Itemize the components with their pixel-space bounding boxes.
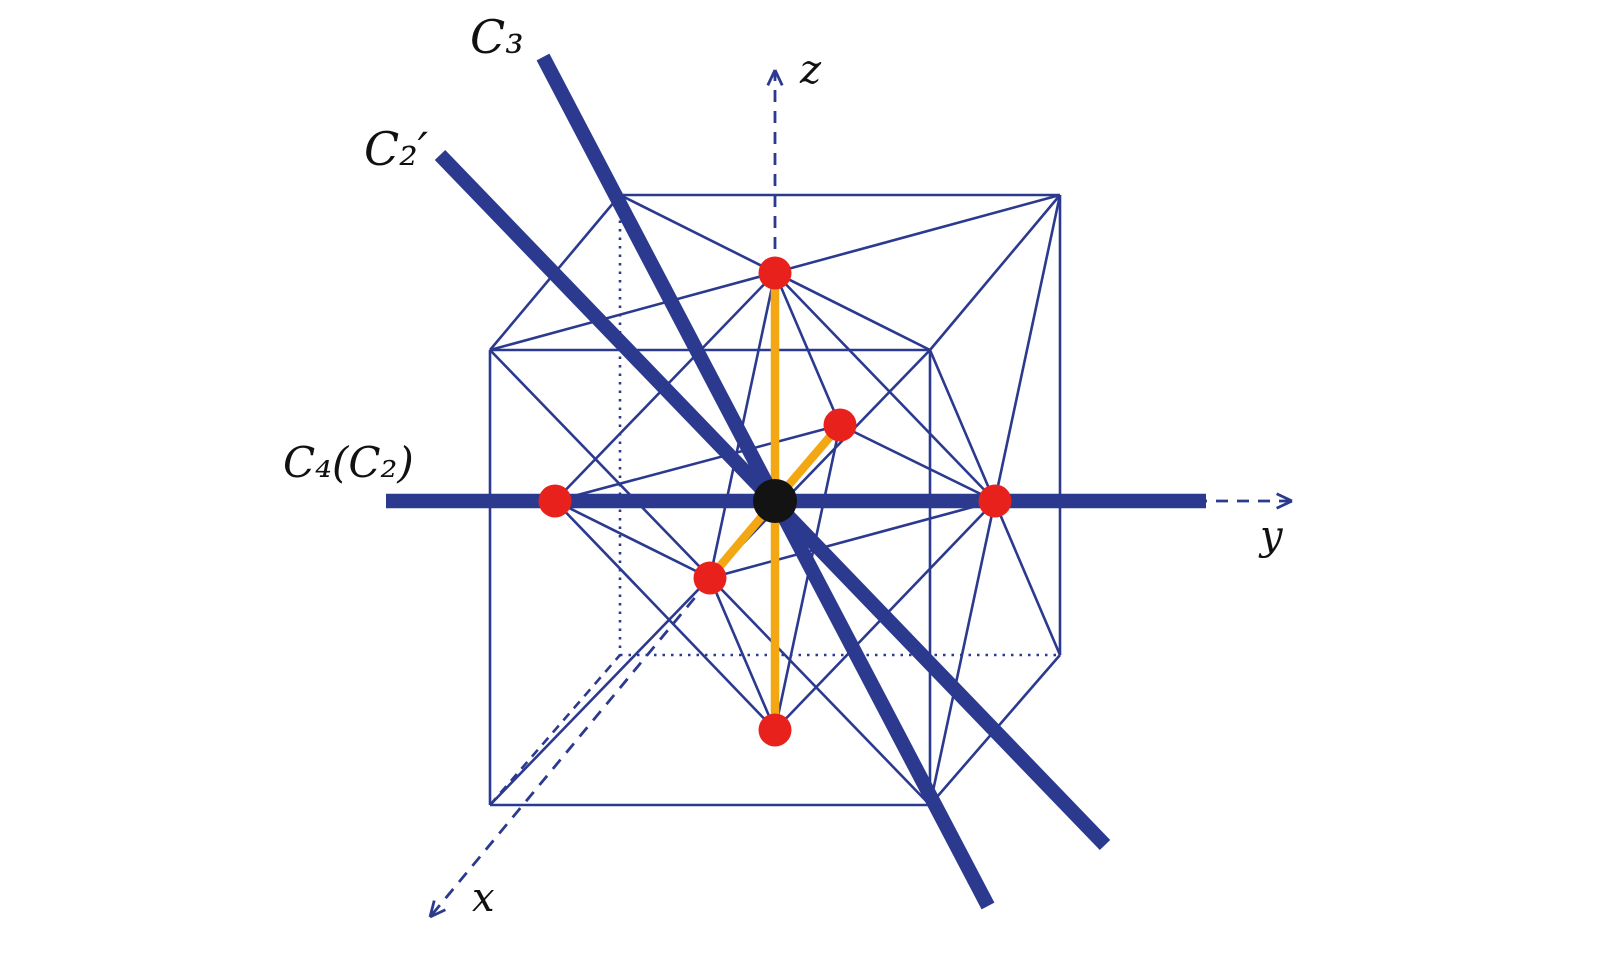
atoms <box>538 256 1012 747</box>
label-x-axis: x <box>472 875 495 921</box>
axis-x-arrowhead <box>429 908 446 919</box>
central-atom <box>753 479 797 523</box>
vertex-atom-R <box>978 484 1012 518</box>
label-c3-axis: C₃ <box>470 10 524 64</box>
label-z-axis: z <box>800 47 822 93</box>
vertex-atom-B <box>758 713 792 747</box>
label-c2-prime-axis: C₂′ <box>364 122 429 176</box>
label-y-axis: y <box>1260 513 1283 559</box>
vertex-atom-L <box>538 484 572 518</box>
axis-y-arrowhead <box>1276 499 1293 510</box>
cube-edges <box>488 193 1062 807</box>
vertex-atom-F <box>693 561 727 595</box>
axis-y-arrowhead <box>1276 492 1293 503</box>
axis-z-arrowhead <box>773 69 784 86</box>
vertex-atom-K <box>823 408 857 442</box>
label-c4-axis: C₄(C₂) <box>283 438 414 487</box>
axis-x-arrowhead <box>428 900 436 918</box>
vertex-atom-T <box>758 256 792 290</box>
axis-z-arrowhead <box>766 69 777 86</box>
